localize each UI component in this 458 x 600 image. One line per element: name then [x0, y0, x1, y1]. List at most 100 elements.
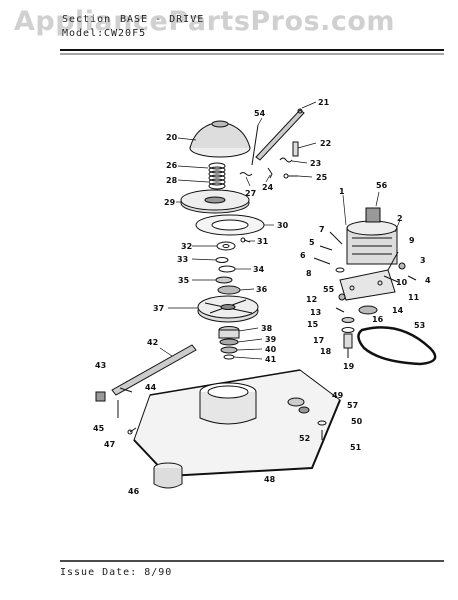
part-27-spring	[239, 172, 253, 176]
callout-25: 25	[316, 173, 328, 182]
part-26-spring	[208, 162, 226, 178]
callout-3: 3	[420, 256, 426, 265]
callout-56: 56	[376, 181, 388, 190]
part-28-spring	[208, 174, 226, 190]
part-12-bolt	[338, 293, 346, 301]
part-46-foot	[153, 462, 183, 489]
section-label: Section	[62, 14, 112, 25]
part-44-bolt	[119, 387, 133, 393]
part-14-pulley	[358, 305, 378, 315]
callout-1: 1	[339, 187, 345, 196]
part-57-grommet	[298, 406, 310, 414]
watermark: AppliancePartsPros.com	[14, 6, 396, 37]
callout-13: 13	[310, 308, 321, 317]
callout-11: 11	[408, 293, 420, 302]
callout-9: 9	[409, 236, 415, 245]
part-22-pin	[292, 141, 299, 157]
part-6-screw	[313, 257, 331, 265]
part-52-tube	[199, 382, 257, 425]
callout-8: 8	[306, 269, 312, 278]
callout-40: 40	[265, 345, 277, 354]
callout-26: 26	[166, 161, 178, 170]
callout-5: 5	[309, 238, 315, 247]
callout-2: 2	[397, 214, 403, 223]
issue-date: Issue Date: 8/90	[60, 567, 173, 578]
part-24-clip	[267, 167, 273, 179]
part-33-washer	[215, 257, 229, 263]
callout-37: 37	[153, 304, 164, 313]
model-value: CW20F5	[104, 28, 147, 39]
callout-27: 27	[245, 189, 256, 198]
callout-55: 55	[323, 285, 335, 294]
callout-36: 36	[256, 285, 268, 294]
model-label: Model:	[62, 28, 105, 39]
part-54-rod	[251, 124, 259, 166]
part-31-screw	[240, 237, 251, 243]
callout-46: 46	[128, 487, 140, 496]
callout-43: 43	[95, 361, 106, 370]
callout-34: 34	[253, 265, 265, 274]
part-38-41-stack	[218, 326, 240, 360]
part-10-bracket	[383, 275, 399, 283]
callout-23: 23	[310, 159, 321, 168]
part-7-screw	[329, 231, 343, 245]
part-50-nut	[317, 420, 327, 426]
part-43-clip	[95, 391, 106, 402]
part-3-screw	[398, 262, 406, 270]
part-5-screw	[319, 245, 333, 251]
callout-30: 30	[277, 221, 289, 230]
part-47-screw	[127, 427, 137, 435]
callout-18: 18	[320, 347, 332, 356]
callout-49: 49	[332, 391, 344, 400]
part-37-pulley	[197, 295, 259, 323]
callout-17: 17	[313, 336, 324, 345]
part-15-19-stack	[341, 317, 355, 358]
callout-19: 19	[343, 362, 355, 371]
part-36-hub	[217, 285, 241, 295]
part-42-bar	[111, 344, 197, 396]
callout-15: 15	[307, 320, 319, 329]
part-53-belt	[357, 326, 437, 366]
callout-38: 38	[261, 324, 273, 333]
callout-14: 14	[392, 306, 404, 315]
part-32-washer	[216, 241, 236, 251]
callout-51: 51	[350, 443, 362, 452]
callout-52: 52	[299, 434, 310, 443]
part-23-spring	[279, 157, 293, 163]
part-11-mount	[339, 269, 396, 301]
callout-6: 6	[300, 251, 306, 260]
callout-33: 33	[177, 255, 188, 264]
part-8-washer	[335, 267, 345, 273]
part-49-grommet	[287, 397, 305, 407]
callout-35: 35	[178, 276, 190, 285]
callout-labels: 20 26 28 29 30 31 32 33 34 35 36 37 38 3…	[93, 98, 431, 496]
callout-20: 20	[166, 133, 178, 142]
part-56-motor	[346, 207, 398, 265]
callout-22: 22	[320, 139, 331, 148]
section-value: BASE - DRIVE	[120, 14, 205, 25]
callout-45: 45	[93, 424, 105, 433]
part-30-ring	[195, 214, 265, 236]
part-35-ring	[215, 276, 233, 284]
part-9-bracket	[387, 251, 399, 271]
part-29-plate	[180, 189, 250, 214]
callout-50: 50	[351, 417, 363, 426]
callout-53: 53	[414, 321, 425, 330]
callout-16: 16	[372, 315, 384, 324]
part-4-nut	[407, 275, 417, 281]
callout-57: 57	[347, 401, 358, 410]
leader-lines	[159, 101, 401, 360]
callout-7: 7	[319, 225, 325, 234]
callout-47: 47	[104, 440, 115, 449]
part-25-screw	[283, 173, 298, 179]
part-34-ring	[218, 265, 236, 273]
callout-29: 29	[164, 198, 176, 207]
callout-39: 39	[265, 335, 277, 344]
callout-10: 10	[396, 278, 408, 287]
callout-48: 48	[264, 475, 276, 484]
callout-42: 42	[147, 338, 158, 347]
callout-31: 31	[257, 237, 269, 246]
part-20-cover	[189, 120, 251, 158]
